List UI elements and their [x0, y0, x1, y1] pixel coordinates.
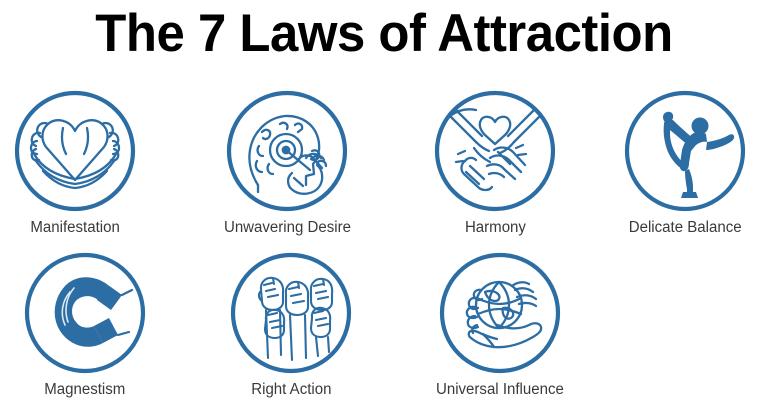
yoga-dancer-pose-icon [622, 88, 748, 214]
law-item-harmony[interactable]: Harmony [432, 88, 558, 237]
law-item-manifestation[interactable]: Manifestation [12, 88, 138, 237]
horseshoe-magnet-icon [22, 250, 148, 376]
hands-globe-icon [437, 250, 563, 376]
law-label: Manifestation [30, 219, 120, 236]
law-label: Delicate Balance [628, 219, 742, 236]
law-item-magnestism[interactable]: Magnestism [22, 250, 148, 399]
law-label: Universal Influence [435, 381, 564, 398]
law-label: Unwavering Desire [223, 219, 351, 236]
raised-fists-icon [228, 250, 354, 376]
law-label: Right Action [250, 381, 332, 398]
head-target-hand-icon [224, 88, 350, 214]
law-label: Magnestism [44, 381, 126, 398]
law-item-right-action[interactable]: Right Action [228, 250, 354, 399]
page-title: The 7 Laws of Attraction [95, 4, 673, 63]
law-label: Harmony [464, 219, 526, 236]
law-item-unwavering-desire[interactable]: Unwavering Desire [222, 88, 353, 237]
hands-heart-icon [12, 88, 138, 214]
law-item-delicate-balance[interactable]: Delicate Balance [622, 88, 748, 237]
law-item-universal-influence[interactable]: Universal Influence [434, 250, 566, 399]
handshake-heart-icon [432, 88, 558, 214]
